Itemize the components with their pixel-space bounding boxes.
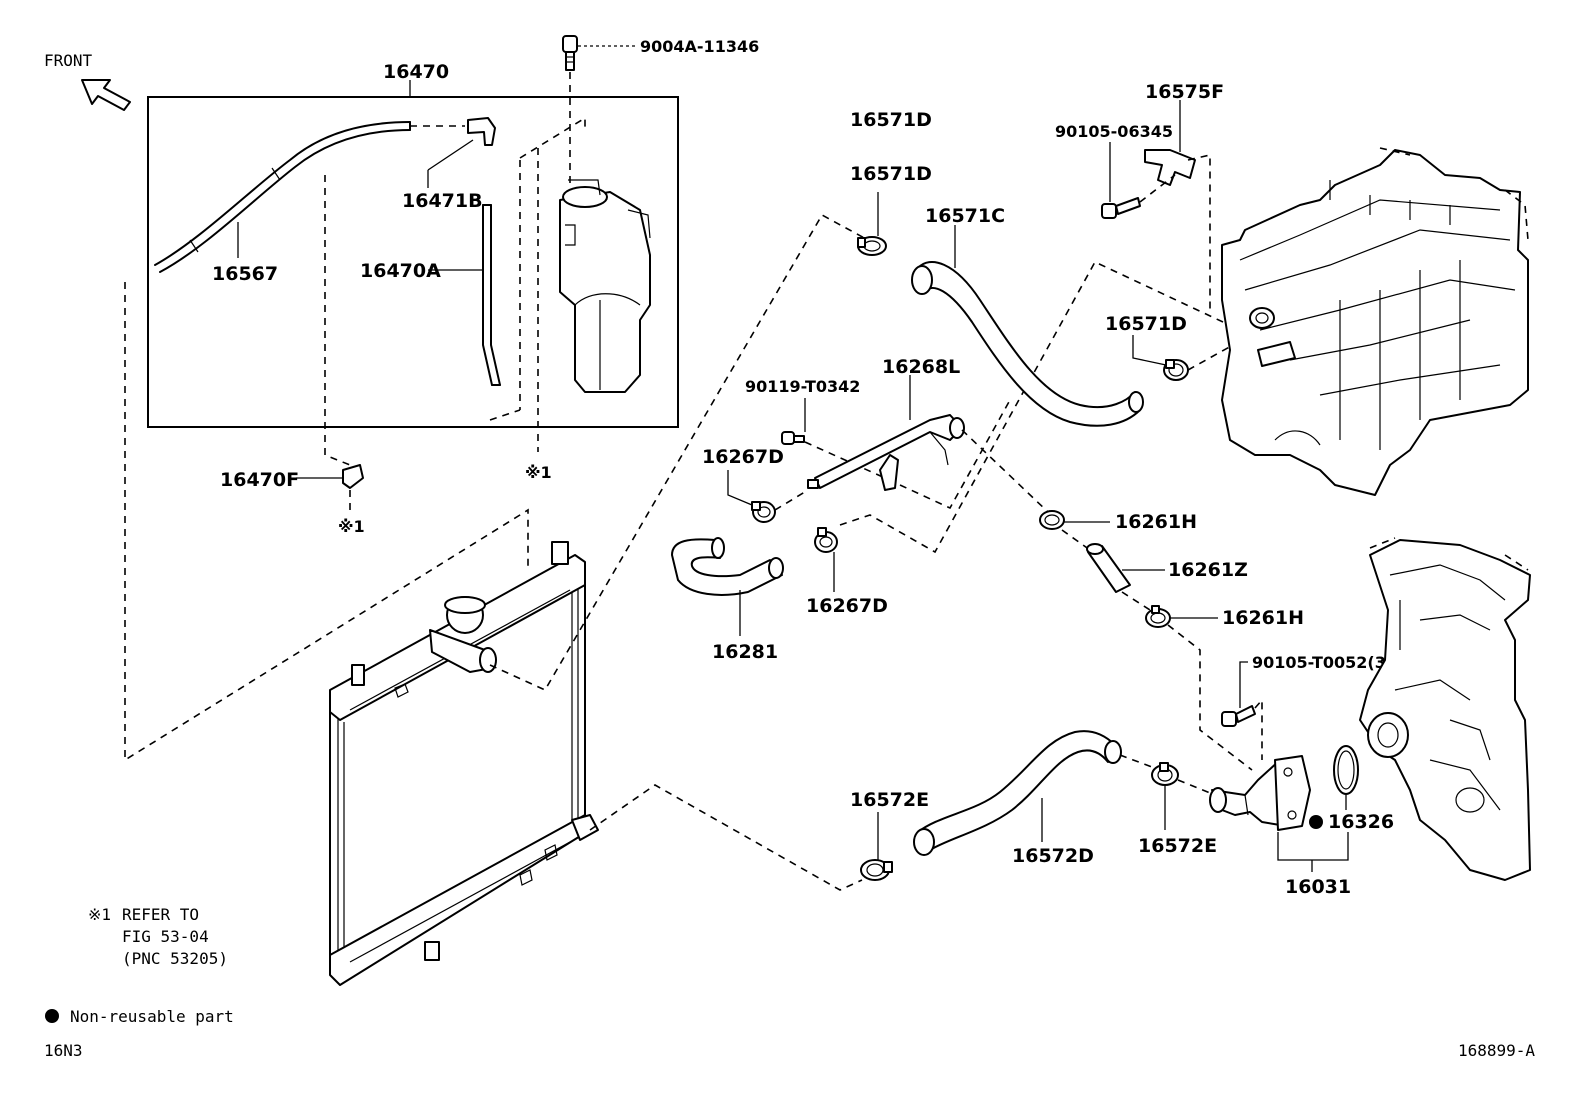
refer-note-line3: (PNC 53205) xyxy=(122,949,228,968)
front-arrow-icon xyxy=(81,79,131,111)
label-16571d-top: 16571D xyxy=(850,109,932,131)
refer-note-line1: REFER TO xyxy=(122,905,199,924)
non-reusable-bullet-icon xyxy=(45,1009,59,1023)
clamp-16572e-b-icon xyxy=(1151,762,1179,786)
clamp-16267d-a-icon xyxy=(751,501,776,523)
reservoir-tank-icon xyxy=(559,179,651,393)
bolt-9004a-icon xyxy=(562,35,578,71)
label-16267d-b: 16267D xyxy=(806,595,888,617)
label-16470f: 16470F xyxy=(220,469,299,491)
label-16572e-a: 16572E xyxy=(850,789,929,811)
overflow-hose-16567 xyxy=(154,121,411,266)
engine-block-icon xyxy=(1221,149,1529,496)
bolt-90105-06345-icon xyxy=(1101,197,1141,219)
non-reusable-dot-16326 xyxy=(1309,815,1323,829)
refer-note-mark: ※1 xyxy=(88,905,111,924)
label-16326: 16326 xyxy=(1328,811,1394,833)
clamp-16267d-b-icon xyxy=(814,527,838,553)
label-16571c: 16571C xyxy=(925,205,1005,227)
lower-hose-16572d xyxy=(913,730,1122,856)
footer-left-code: 16N3 xyxy=(44,1041,83,1060)
tube-16470a xyxy=(482,204,493,386)
label-16471b: 16471B xyxy=(402,190,483,212)
label-9004a-11346: 9004A-11346 xyxy=(640,37,759,56)
timing-cover-icon xyxy=(1359,539,1531,881)
hose-fitting-16471b-icon xyxy=(467,117,496,146)
clamp-16571d-upper-icon xyxy=(857,236,887,256)
bolt-90105-t0052-icon xyxy=(1221,705,1256,727)
water-inlet-16031-icon xyxy=(1209,755,1311,831)
radiator-icon xyxy=(329,541,599,986)
label-90105-06345: 90105-06345 xyxy=(1055,122,1173,141)
bracket-16470f-icon xyxy=(342,464,364,489)
bolt-90119-t0342-icon xyxy=(781,431,805,445)
ref-mark-bracket: ※1 xyxy=(338,517,365,536)
label-16268l: 16268L xyxy=(882,356,960,378)
legend-non-reusable: Non-reusable part xyxy=(70,1007,234,1026)
bracket-16575f-icon xyxy=(1144,149,1196,186)
label-16261z: 16261Z xyxy=(1168,559,1248,581)
upper-hose-16571c xyxy=(911,261,1144,427)
front-label: FRONT xyxy=(44,51,93,70)
clamp-16261h-a-icon xyxy=(1039,510,1065,530)
label-16470: 16470 xyxy=(383,61,449,83)
label-16031: 16031 xyxy=(1285,876,1351,898)
gasket-16326-icon xyxy=(1333,745,1359,795)
clamp-16571d-right-icon xyxy=(1163,359,1189,381)
label-16267d-a: 16267D xyxy=(702,446,784,468)
label-16261h-a: 16261H xyxy=(1115,511,1197,533)
bypass-pipe-16268l xyxy=(807,414,965,491)
label-16571d-right: 16571D xyxy=(1105,313,1187,335)
label-16261h-b: 16261H xyxy=(1222,607,1304,629)
label-16281: 16281 xyxy=(712,641,778,663)
label-16470a: 16470A xyxy=(360,260,441,282)
label-90119-t0342: 90119-T0342 xyxy=(745,377,860,396)
label-16575f: 16575F xyxy=(1145,81,1224,103)
hose-16281 xyxy=(671,537,784,596)
label-16572e-b: 16572E xyxy=(1138,835,1217,857)
footer-right-code: 168899-A xyxy=(1458,1041,1535,1060)
label-16567: 16567 xyxy=(212,263,278,285)
label-16571d-clamp: 16571D xyxy=(850,163,932,185)
hose-16261z-icon xyxy=(1086,543,1131,593)
label-90105-t0052: 90105-T0052(3) xyxy=(1252,653,1393,672)
refer-note-line2: FIG 53-04 xyxy=(122,927,209,946)
ref-mark-reservoir: ※1 xyxy=(525,463,552,482)
reservoir-assembly-box xyxy=(147,96,679,428)
label-16572d: 16572D xyxy=(1012,845,1094,867)
clamp-16572e-a-icon xyxy=(860,859,893,881)
